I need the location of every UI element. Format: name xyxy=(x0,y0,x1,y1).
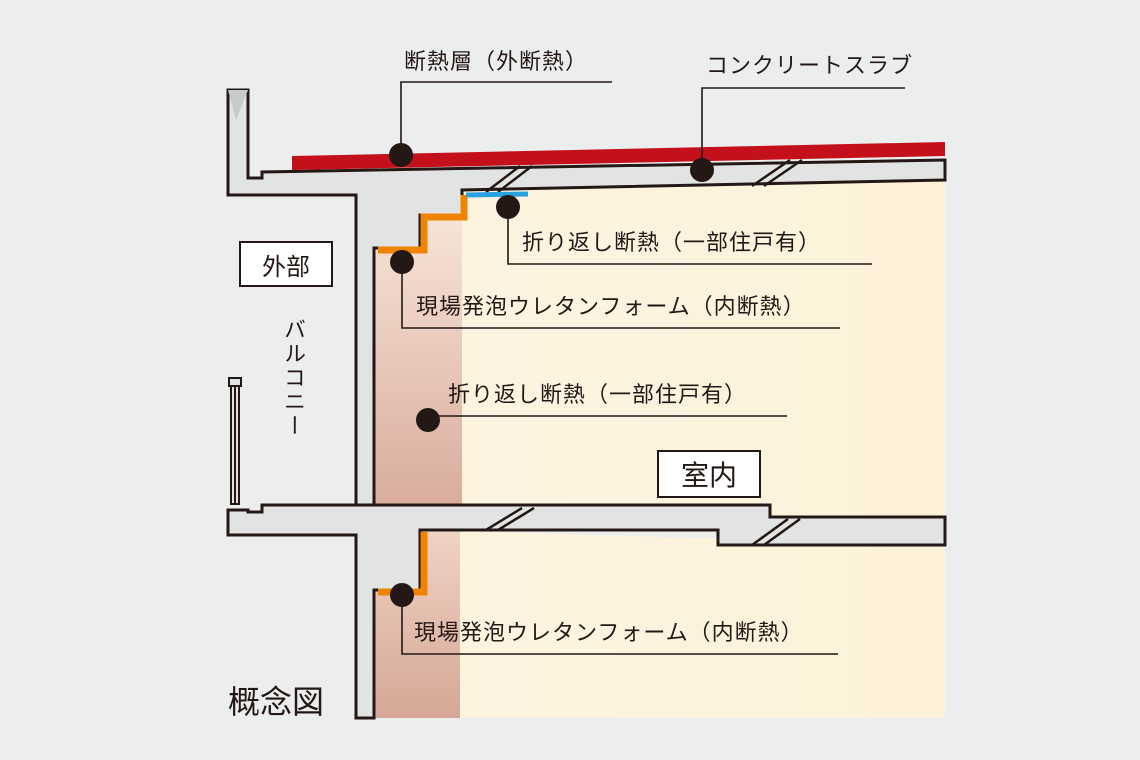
marker-foldback-upper xyxy=(496,195,520,219)
label-concrete-slab: コンクリートスラブ xyxy=(706,54,914,79)
marker-urethane-lower xyxy=(390,583,414,607)
marker-urethane-upper xyxy=(390,250,414,274)
balcony-railing xyxy=(228,377,242,505)
marker-dots xyxy=(389,143,714,607)
diagram-caption: 概念図 xyxy=(228,683,325,721)
interior-room-lower xyxy=(374,530,945,718)
urethane-foam-upper xyxy=(378,195,468,254)
parapet-shadow xyxy=(228,90,248,120)
marker-exterior-insulation xyxy=(389,143,413,167)
break-marks xyxy=(485,158,803,547)
exterior-insulation-layer xyxy=(292,142,945,170)
label-foldback-insulation-upper: 折り返し断熱（一部住戸有） xyxy=(522,231,822,256)
foldback-insulation-layer xyxy=(465,191,529,198)
label-urethane-foam-lower: 現場発泡ウレタンフォーム（内断熱） xyxy=(414,621,804,646)
label-balcony: バルコニー xyxy=(280,318,305,438)
label-exterior-insulation: 断熱層（外断熱） xyxy=(404,50,589,75)
marker-foldback-middle xyxy=(416,408,440,432)
label-interior: 室内 xyxy=(657,450,761,498)
label-exterior: 外部 xyxy=(239,241,333,287)
label-foldback-insulation-middle: 折り返し断熱（一部住戸有） xyxy=(448,383,748,408)
label-urethane-foam-upper: 現場発泡ウレタンフォーム（内断熱） xyxy=(416,295,806,320)
marker-concrete-slab xyxy=(690,158,714,182)
